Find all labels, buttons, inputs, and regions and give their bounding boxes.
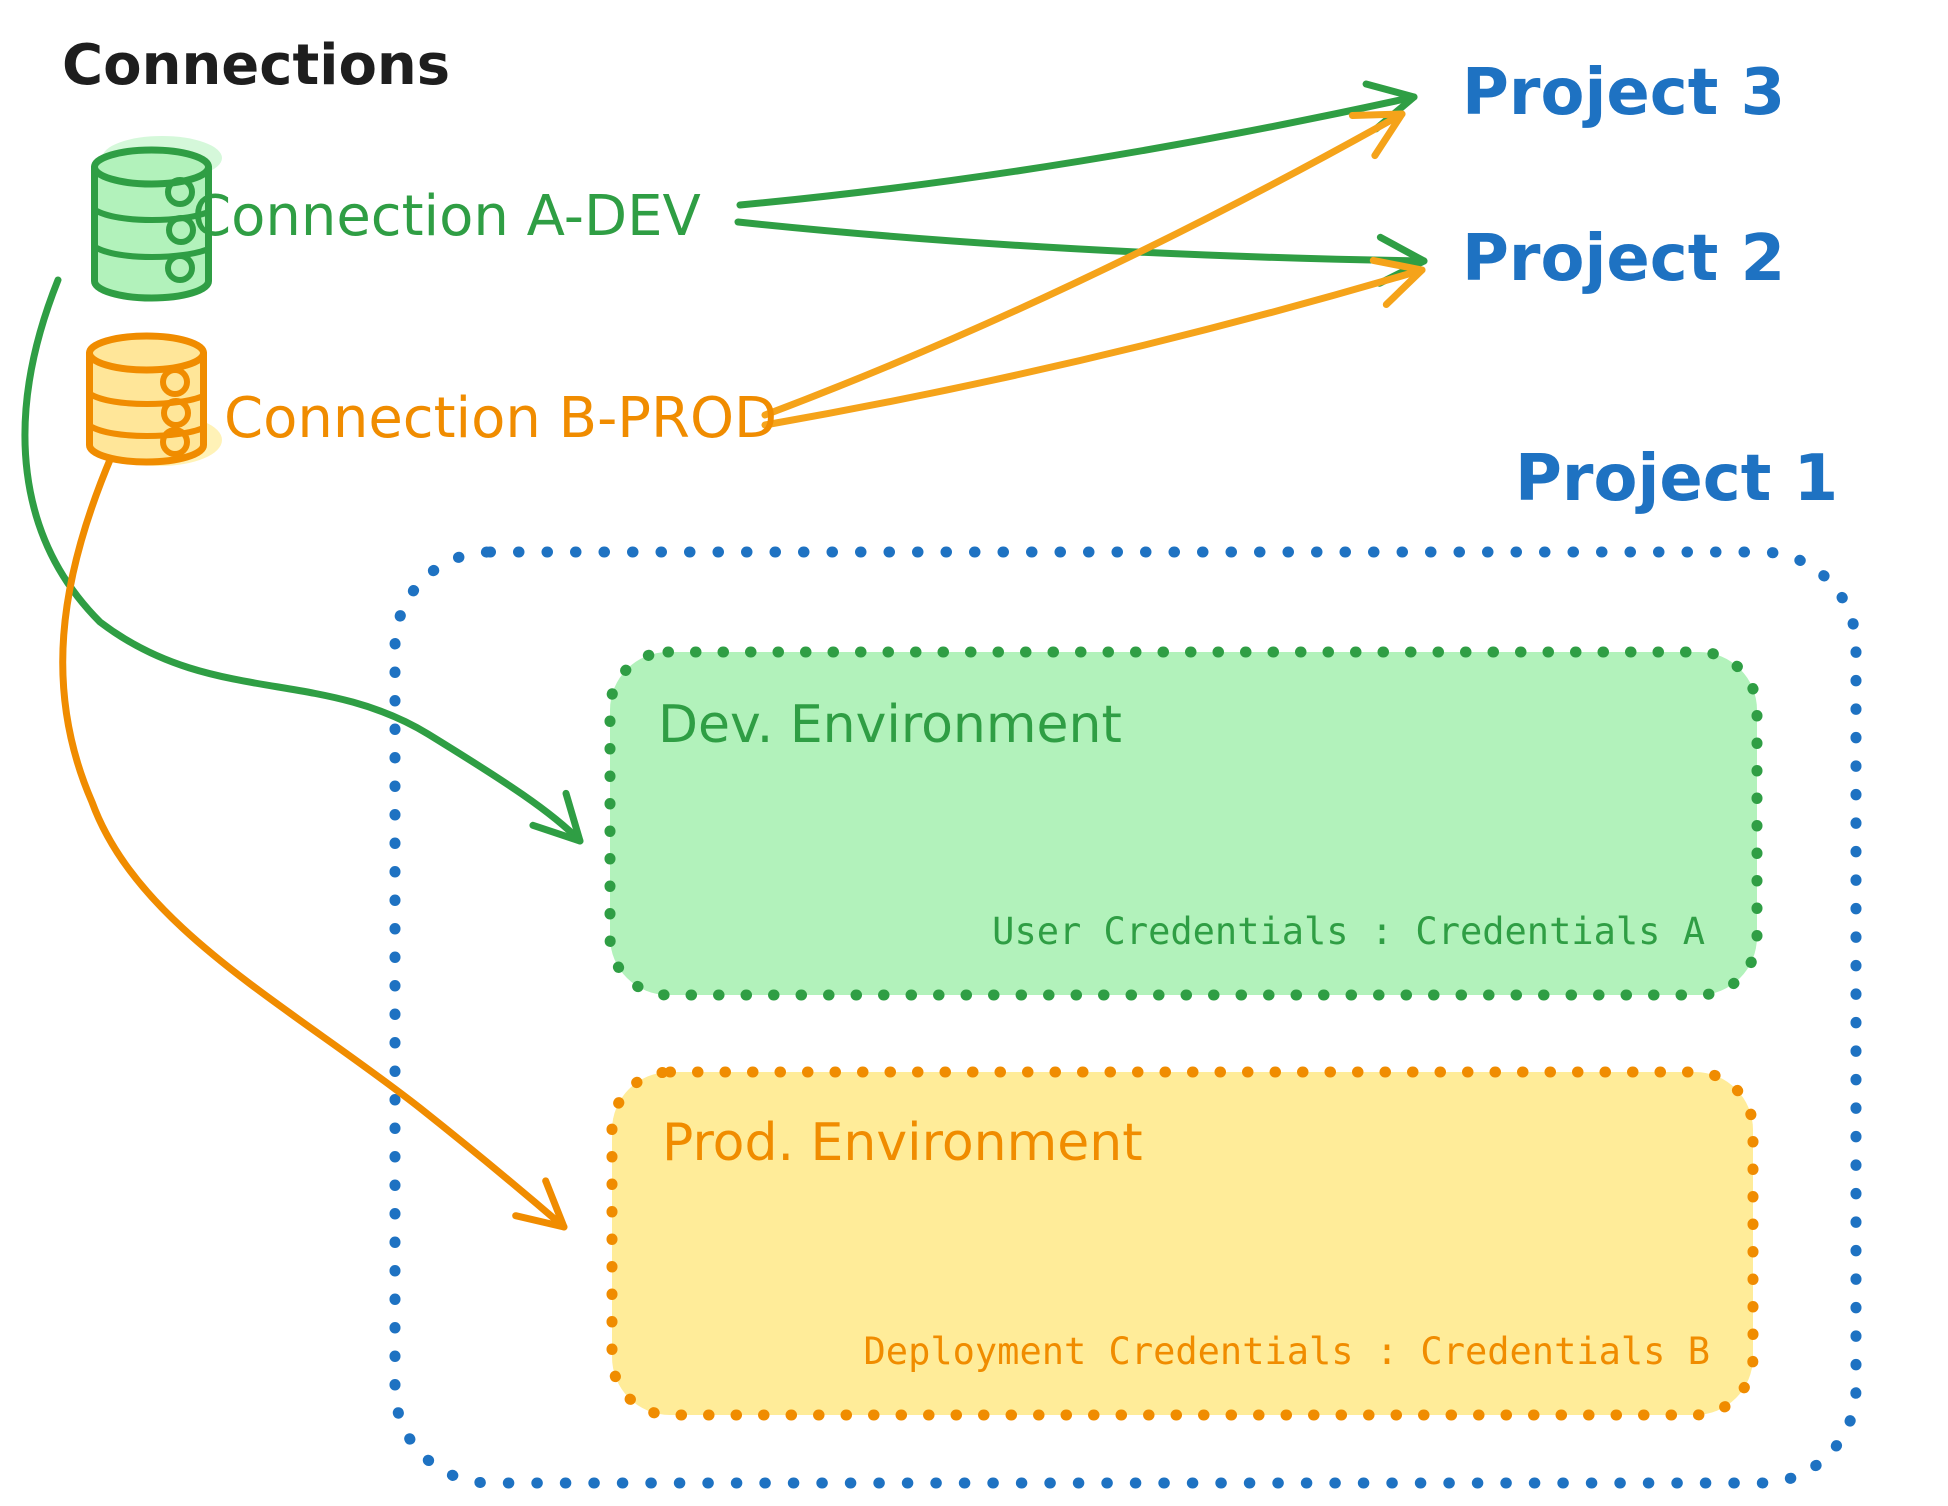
prod-environment-dotted-border [606, 1066, 1759, 1421]
arrow-adev-to-project2 [734, 218, 1428, 287]
connection-b-prod: Connection B-PROD [86, 332, 777, 466]
arrow-bprod-to-project3 [761, 110, 1406, 419]
connection-a-dev: Connection A-DEV [91, 136, 701, 302]
arrow-bprod-to-project2 [761, 256, 1426, 429]
arrow-adev-to-dev-environment [21, 276, 584, 845]
database-icon [86, 332, 207, 466]
project-1-label: Project 1 [1515, 442, 1838, 516]
dev-environment-box: Dev. Environment User Credentials : Cred… [604, 646, 1763, 1001]
database-icon [91, 146, 212, 302]
project1-box [389, 546, 1862, 1489]
arrow-bprod-to-prod-environment [59, 451, 568, 1231]
prod-credentials-label: Deployment Credentials : Credentials B [864, 1330, 1710, 1373]
diagram-title: Connections [62, 33, 450, 98]
prod-environment-box: Prod. Environment Deployment Credentials… [606, 1066, 1759, 1421]
connection-a-dev-label: Connection A-DEV [192, 184, 701, 249]
dev-environment-dotted-border [604, 646, 1763, 1001]
dev-credentials-label: User Credentials : Credentials A [992, 910, 1705, 953]
dev-environment-title: Dev. Environment [658, 695, 1122, 755]
prod-environment-title: Prod. Environment [662, 1113, 1143, 1173]
arrow-adev-to-project3 [736, 80, 1418, 209]
project-3-label: Project 3 [1462, 56, 1785, 130]
connection-b-prod-label: Connection B-PROD [224, 386, 777, 451]
project-2-label: Project 2 [1462, 222, 1785, 296]
project1-dotted-border [389, 546, 1862, 1489]
